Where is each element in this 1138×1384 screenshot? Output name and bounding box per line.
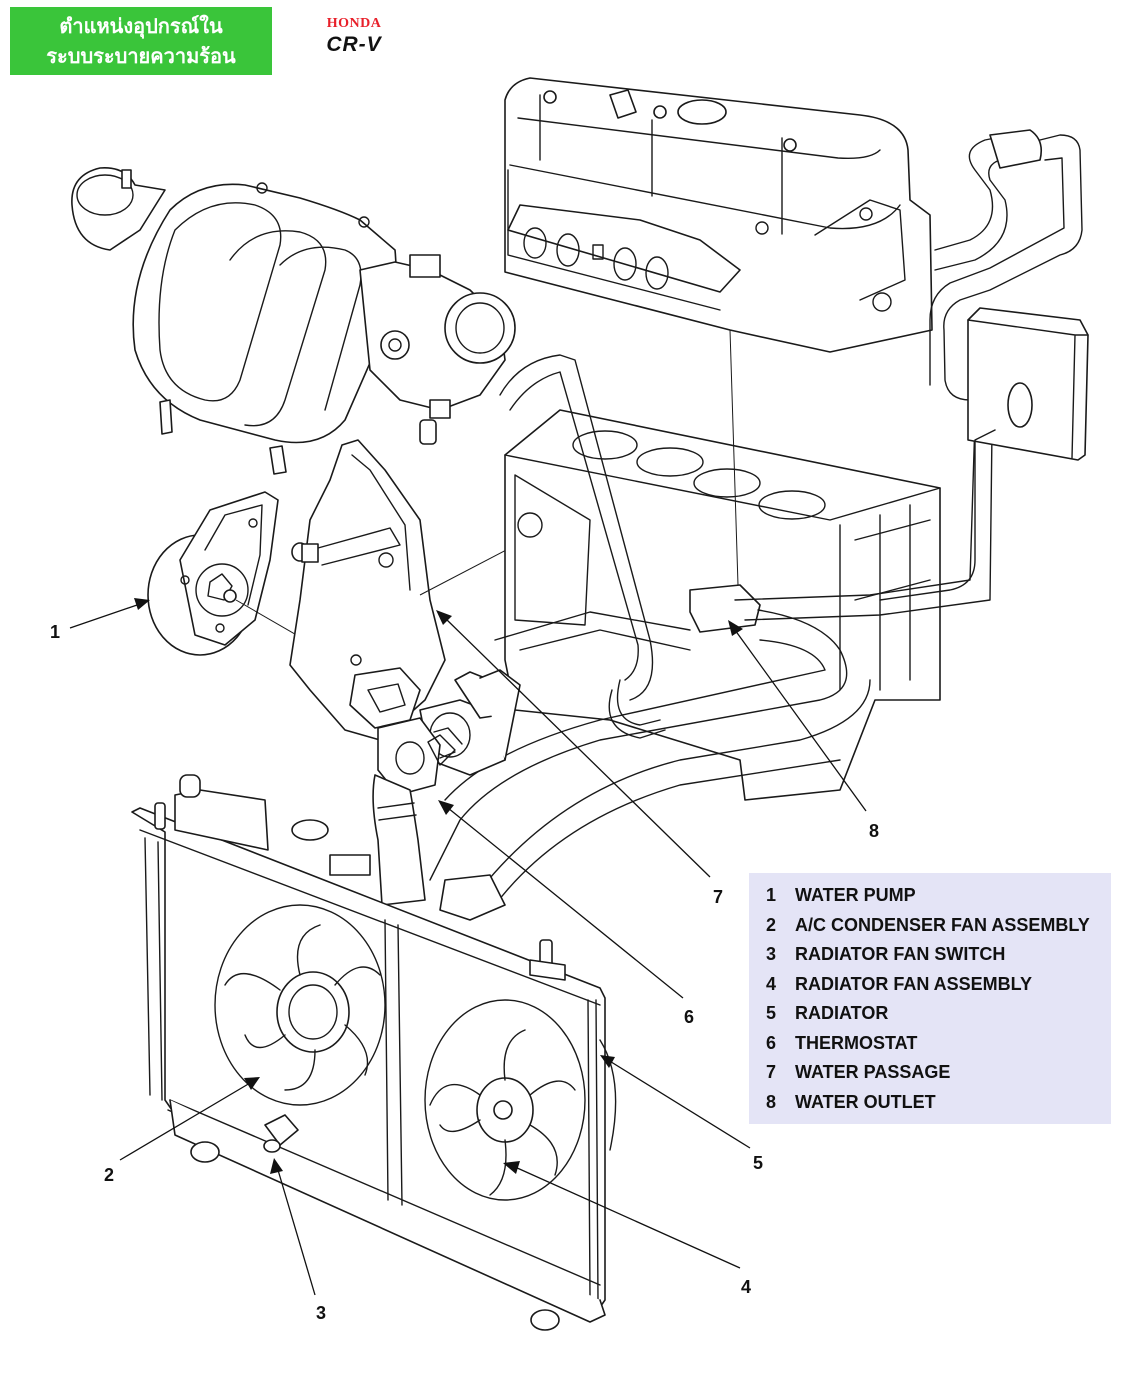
legend-number: 2 — [766, 914, 777, 935]
legend-number: 3 — [766, 944, 777, 965]
honda-crv-logo: HONDA CR-V — [306, 16, 402, 64]
legend-number: 7 — [766, 1062, 777, 1083]
legend-item: 4 RADIATOR FAN ASSEMBLY — [749, 970, 1111, 1000]
coolant-hoses — [429, 129, 1089, 906]
legend-label: WATER OUTLET — [795, 1091, 936, 1112]
legend-number: 1 — [766, 885, 777, 906]
callout-2: 2 — [104, 1165, 115, 1185]
title-line-2: ระบบระบายความร้อน — [46, 44, 236, 68]
callout-6: 6 — [684, 1007, 695, 1027]
radiator — [131, 774, 606, 1331]
parts-legend: 1 WATER PUMP 2 A/C CONDENSER FAN ASSEMBL… — [749, 873, 1111, 1124]
legend-item: 6 THERMOSTAT — [749, 1029, 1111, 1059]
cylinder-head — [504, 77, 933, 353]
callout-7: 7 — [713, 887, 724, 907]
callout-3: 3 — [316, 1303, 327, 1323]
legend-item: 1 WATER PUMP — [749, 881, 1111, 911]
title-banner: ตำแหน่งอุปกรณ์ใน ระบบระบายความร้อน — [10, 7, 272, 75]
callout-1: 1 — [50, 622, 61, 642]
legend-label: THERMOSTAT — [795, 1032, 918, 1053]
legend-label: WATER PASSAGE — [795, 1062, 951, 1083]
legend-label: RADIATOR FAN ASSEMBLY — [795, 973, 1033, 994]
legend-number: 5 — [766, 1003, 777, 1024]
callout-8: 8 — [869, 821, 880, 841]
callout-4: 4 — [741, 1277, 752, 1297]
callout-5: 5 — [753, 1153, 764, 1173]
leader-lines — [69, 329, 867, 1296]
brand-name: HONDA — [326, 16, 382, 31]
legend-number: 6 — [766, 1032, 777, 1053]
thermostat — [372, 669, 521, 906]
model-name: CR-V — [326, 33, 382, 56]
title-line-1: ตำแหน่งอุปกรณ์ใน — [59, 14, 223, 38]
legend-number: 4 — [766, 973, 777, 994]
legend-label: WATER PUMP — [795, 885, 916, 906]
legend-label: RADIATOR FAN SWITCH — [795, 944, 1006, 965]
legend-item: 2 A/C CONDENSER FAN ASSEMBLY — [749, 911, 1111, 941]
water-passage — [289, 439, 536, 741]
ac-condenser-fan — [214, 904, 386, 1106]
legend-item: 8 WATER OUTLET — [749, 1088, 1111, 1118]
legend-label: RADIATOR — [795, 1003, 889, 1024]
water-pump — [147, 491, 301, 656]
legend-item: 7 WATER PASSAGE — [749, 1058, 1111, 1088]
legend-item: 5 RADIATOR — [749, 999, 1111, 1029]
legend-number: 8 — [766, 1091, 777, 1112]
legend-item: 3 RADIATOR FAN SWITCH — [749, 940, 1111, 970]
intake-manifold — [71, 167, 516, 475]
radiator-fan — [424, 999, 617, 1201]
legend-label: A/C CONDENSER FAN ASSEMBLY — [795, 914, 1090, 935]
